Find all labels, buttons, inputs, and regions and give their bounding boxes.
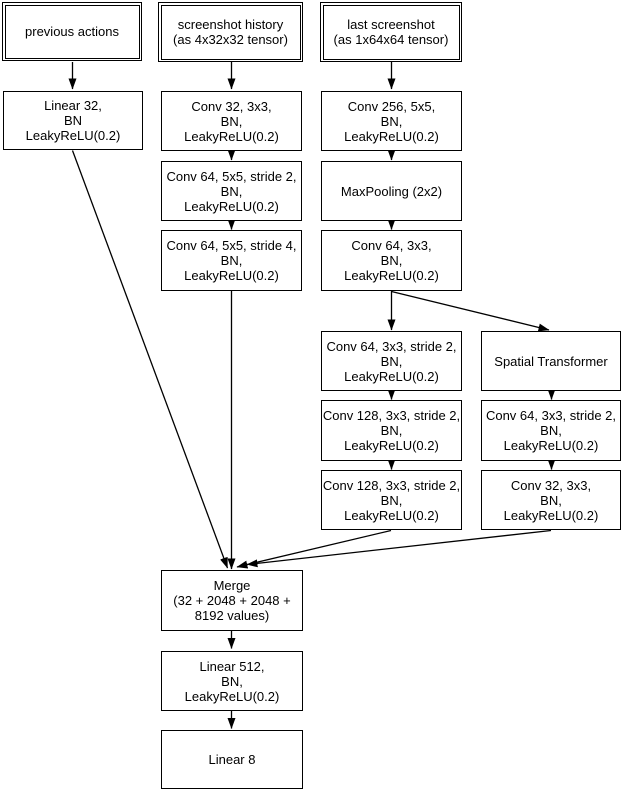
node-label: Conv 256, 5x5, bbox=[347, 98, 436, 114]
node-label: BN, bbox=[540, 492, 562, 508]
node-label: Linear 32, bbox=[44, 98, 102, 113]
node-label: Conv 64, 5x5, stride 4, bbox=[166, 238, 297, 253]
edge-linear-32-to-merge bbox=[71, 150, 229, 569]
node-label: Conv 64, 5x5, stride 2, bbox=[166, 168, 297, 184]
edge-conv-128-lower-to-merge bbox=[236, 529, 392, 569]
node-label: MaxPooling (2x2) bbox=[340, 183, 443, 199]
node-label: Conv 64, 3x3, stride 2, bbox=[326, 338, 457, 354]
node-linear-8: Linear 8 bbox=[161, 730, 303, 789]
node-label: BN, bbox=[380, 492, 403, 508]
node-label: LeakyReLU(0.2) bbox=[184, 688, 280, 704]
node-label: LeakyReLU(0.2) bbox=[503, 438, 599, 453]
node-previous-actions: previous actions bbox=[2, 2, 142, 61]
node-label: LeakyReLU(0.2) bbox=[344, 128, 439, 144]
node-label: 8192 values) bbox=[194, 608, 270, 623]
edge-conv-64-3x3-to-spatial-transformer bbox=[391, 290, 550, 332]
node-label: LeakyReLU(0.2) bbox=[344, 507, 439, 523]
node-label: Conv 32, 3x3, bbox=[191, 98, 272, 114]
node-conv-64-3x3: Conv 64, 3x3, BN, LeakyReLU(0.2) bbox=[321, 230, 462, 291]
node-last-screenshot: last screenshot (as 1x64x64 tensor) bbox=[320, 2, 462, 62]
node-linear-32: Linear 32, BN LeakyReLU(0.2) bbox=[3, 91, 143, 150]
node-merge: Merge (32 + 2048 + 2048 + 8192 values) bbox=[161, 570, 303, 631]
node-conv-32-3x3: Conv 32, 3x3, BN, LeakyReLU(0.2) bbox=[161, 91, 302, 151]
node-label: Linear 8 bbox=[208, 752, 256, 767]
node-label: BN, bbox=[380, 253, 403, 268]
node-label: LeakyReLU(0.2) bbox=[344, 438, 439, 453]
node-label: Spatial Transformer bbox=[494, 353, 608, 369]
node-label: BN, bbox=[220, 253, 243, 268]
node-label: BN, bbox=[540, 423, 562, 438]
node-label: BN, bbox=[220, 183, 243, 199]
node-conv-64-3x3-stride-2-right: Conv 64, 3x3, stride 2, BN, LeakyReLU(0.… bbox=[481, 400, 621, 461]
node-conv-256-5x5: Conv 256, 5x5, BN, LeakyReLU(0.2) bbox=[321, 91, 462, 151]
node-label: LeakyReLU(0.2) bbox=[184, 128, 279, 144]
node-label: Conv 64, 3x3, stride 2, bbox=[485, 408, 617, 423]
node-label: Merge bbox=[213, 578, 251, 593]
node-label: Conv 128, 3x3, stride 2, bbox=[322, 477, 461, 493]
node-label: (as 4x32x32 tensor) bbox=[173, 32, 288, 47]
edge-conv-32-right-to-merge bbox=[246, 529, 552, 568]
node-label: (32 + 2048 + 2048 + bbox=[173, 593, 291, 608]
node-label: BN, bbox=[380, 353, 403, 369]
node-label: Linear 512, bbox=[199, 658, 265, 674]
node-label: Conv 32, 3x3, bbox=[510, 477, 592, 493]
node-screenshot-history: screenshot history (as 4x32x32 tensor) bbox=[158, 2, 303, 62]
node-label: LeakyReLU(0.2) bbox=[184, 198, 279, 214]
node-linear-512: Linear 512, BN, LeakyReLU(0.2) bbox=[161, 651, 303, 711]
node-label: Conv 128, 3x3, stride 2, bbox=[322, 408, 461, 423]
node-label: BN, bbox=[380, 423, 403, 438]
node-label: (as 1x64x64 tensor) bbox=[333, 32, 449, 47]
node-spatial-transformer: Spatial Transformer bbox=[481, 331, 621, 391]
node-conv-64-5x5-stride-2: Conv 64, 5x5, stride 2, BN, LeakyReLU(0.… bbox=[161, 161, 302, 221]
node-label: BN, bbox=[221, 673, 243, 689]
node-label: LeakyReLU(0.2) bbox=[25, 128, 121, 143]
node-label: LeakyReLU(0.2) bbox=[503, 507, 599, 523]
node-conv-128-3x3-stride-2-upper: Conv 128, 3x3, stride 2, BN, LeakyReLU(0… bbox=[321, 400, 462, 461]
node-label: LeakyReLU(0.2) bbox=[184, 268, 279, 283]
node-label: last screenshot bbox=[347, 17, 435, 32]
node-label: BN bbox=[63, 113, 83, 128]
node-label: LeakyReLU(0.2) bbox=[344, 368, 439, 384]
node-conv-32-3x3-right: Conv 32, 3x3, BN, LeakyReLU(0.2) bbox=[481, 470, 621, 530]
node-label: previous actions bbox=[25, 24, 119, 39]
node-conv-64-3x3-stride-2-left: Conv 64, 3x3, stride 2, BN, LeakyReLU(0.… bbox=[321, 331, 462, 391]
node-label: BN, bbox=[380, 113, 403, 129]
node-label: BN, bbox=[220, 113, 243, 129]
node-maxpooling: MaxPooling (2x2) bbox=[321, 161, 462, 221]
node-conv-128-3x3-stride-2-lower: Conv 128, 3x3, stride 2, BN, LeakyReLU(0… bbox=[321, 470, 462, 530]
node-conv-64-5x5-stride-4: Conv 64, 5x5, stride 4, BN, LeakyReLU(0.… bbox=[161, 230, 302, 291]
node-label: Conv 64, 3x3, bbox=[351, 238, 432, 253]
node-label: LeakyReLU(0.2) bbox=[344, 268, 439, 283]
node-label: screenshot history bbox=[177, 17, 284, 32]
